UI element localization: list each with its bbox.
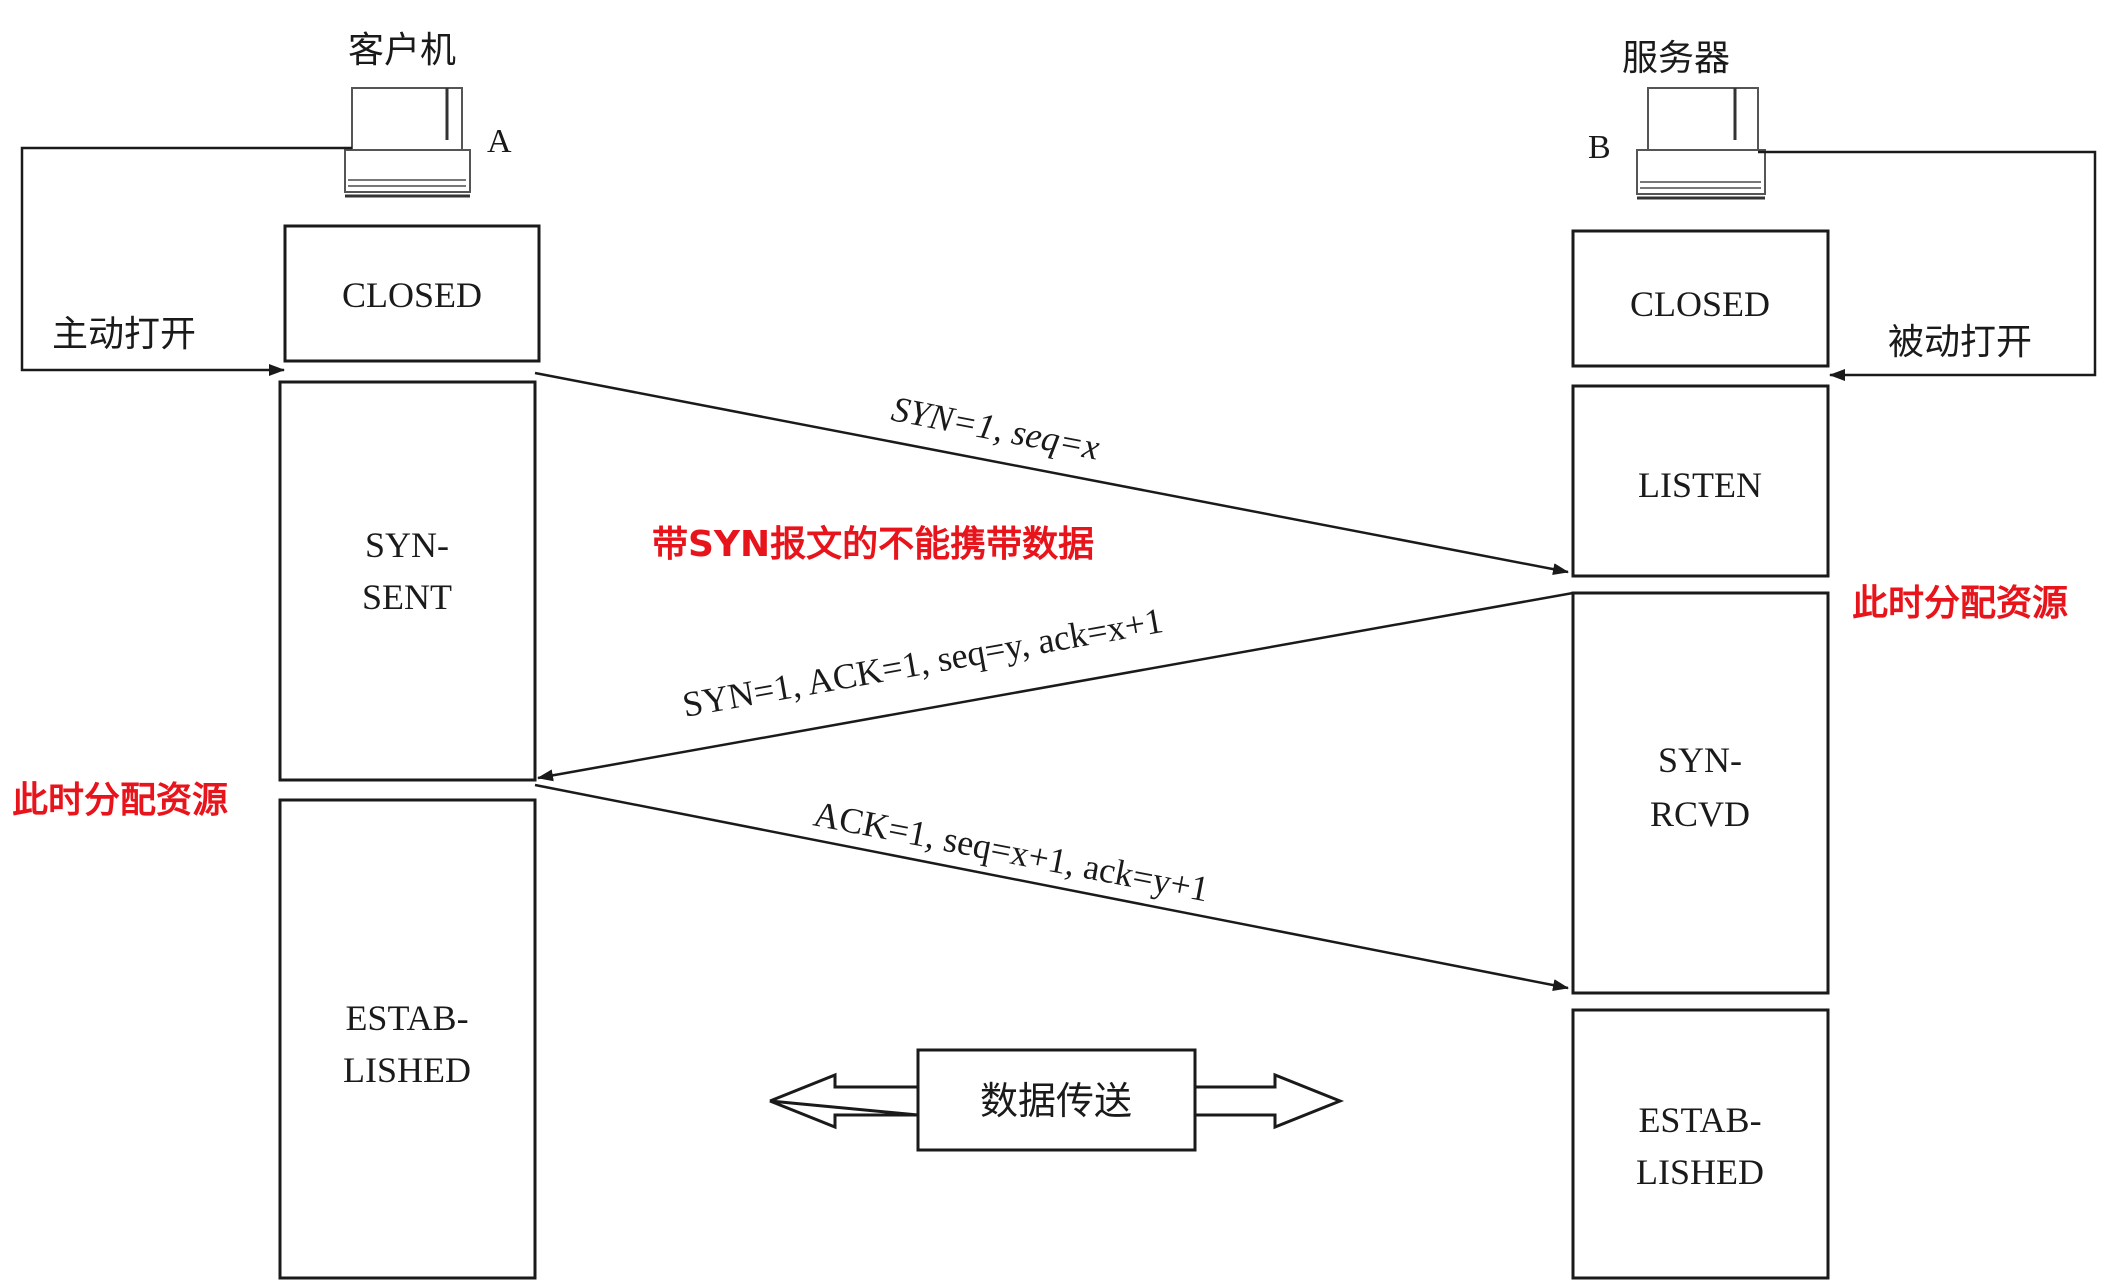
server-state-closed: [1571, 229, 1830, 368]
client-computer-icon: [344, 87, 471, 198]
active-open-arrow: [20, 146, 352, 376]
client-state-established: [278, 798, 537, 1280]
data-transfer-double-arrow: [769, 1072, 1345, 1130]
passive-open-label: 被动打开: [1888, 322, 2032, 363]
client-state-closed: [283, 224, 541, 363]
client-label: 客户机: [348, 30, 456, 71]
server-state-listen-label: LISTEN: [1638, 465, 1762, 505]
message-syn-ack-label: SYN=1, ACK=1, seq=y, ack=x+1: [679, 600, 1166, 725]
server-state-established: [1571, 1008, 1830, 1280]
client-id: A: [487, 123, 512, 160]
passive-open-arrow: [1758, 150, 2097, 381]
message-ack-arrow: [534, 783, 1569, 991]
client-state-syn-sent: [278, 380, 537, 782]
active-open-label: 主动打开: [52, 314, 196, 355]
server-state-syn-rcvd: [1571, 591, 1830, 995]
message-syn-label: SYN=1, seq=x: [888, 389, 1102, 468]
data-transfer-label: 数据传送: [980, 1079, 1132, 1123]
data-transfer-box: [916, 1048, 1197, 1152]
server-state-established-label: ESTAB-LISHED: [1636, 1100, 1764, 1192]
server-computer-icon: [1636, 87, 1766, 200]
message-syn-ack-arrow: [537, 591, 1574, 782]
client-state-syn-sent-label: SYN-SENT: [362, 525, 452, 617]
server-state-closed-label: CLOSED: [1630, 284, 1770, 324]
syn-no-data-note: 带SYN报文的不能携带数据: [652, 524, 1094, 565]
server-state-syn-rcvd-label: SYN-RCVD: [1650, 740, 1750, 834]
client-allocate-note: 此时分配资源: [12, 780, 228, 821]
server-label: 服务器: [1622, 38, 1730, 79]
client-state-established-label: ESTAB-LISHED: [343, 998, 471, 1090]
server-id: B: [1588, 129, 1611, 166]
server-allocate-note: 此时分配资源: [1852, 583, 2068, 624]
message-syn-arrow: [534, 371, 1569, 576]
server-state-listen: [1571, 384, 1830, 578]
client-state-closed-label: CLOSED: [342, 275, 482, 315]
